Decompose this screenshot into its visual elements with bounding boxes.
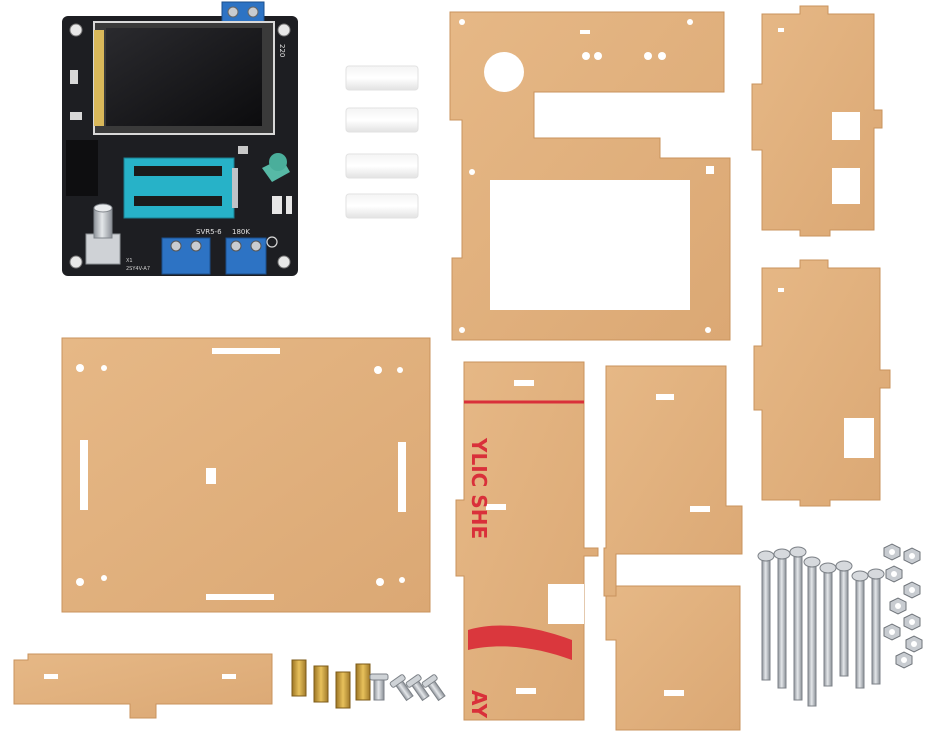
small-screws (369, 673, 446, 702)
long-bolt (867, 568, 885, 685)
pcb-label-bottom-b: 2SY4V-A7 (126, 266, 150, 272)
screw-terminal-right (225, 237, 267, 275)
nylon-standoff (345, 153, 419, 179)
pcb-module: 220 (62, 1, 298, 276)
hex-nut (903, 581, 921, 599)
hex-nut (883, 543, 901, 561)
acrylic-narrow-panel (603, 365, 743, 597)
hex-nuts (883, 543, 923, 669)
hex-nut (883, 623, 901, 641)
brass-standoffs (291, 659, 371, 709)
encoder-hole (484, 52, 524, 92)
acrylic-top-panel (449, 11, 731, 341)
hex-nut (903, 613, 921, 631)
small-screw (389, 674, 414, 702)
brass-standoff (291, 659, 307, 697)
long-bolt (773, 548, 791, 689)
hex-nut (889, 597, 907, 615)
pcb-label-connector-left: SVR5-6 (196, 228, 222, 236)
tft-display (93, 21, 275, 135)
brass-standoff (313, 665, 329, 703)
hex-nut (905, 635, 923, 653)
pcb-label-top-right: 220 (278, 44, 286, 57)
brass-standoff (335, 671, 351, 709)
hex-nut (903, 547, 921, 565)
nylon-standoffs (345, 65, 419, 219)
acrylic-lower-panel (605, 585, 741, 731)
hex-nut (885, 565, 903, 583)
display-cutout (490, 180, 690, 310)
mounting-hole (69, 255, 83, 269)
nylon-standoff (345, 193, 419, 219)
long-bolts (757, 546, 885, 707)
long-bolt (819, 562, 837, 687)
brass-standoff (355, 663, 371, 701)
mounting-hole (277, 23, 291, 37)
hex-nut (895, 651, 913, 669)
acrylic-side-panel-2 (753, 259, 891, 507)
pcb-label-bottom-a: X1 (126, 258, 133, 264)
dc-jack (66, 140, 98, 196)
rotary-encoder (85, 203, 121, 265)
mounting-hole (69, 23, 83, 37)
film-text-bottom: AY (467, 690, 491, 719)
small-screw (421, 674, 446, 702)
acrylic-strip (13, 653, 273, 719)
long-bolt (803, 556, 821, 707)
acrylic-side-panel-1 (751, 5, 883, 237)
nylon-standoff (345, 65, 419, 91)
nylon-standoff (345, 107, 419, 133)
acrylic-film-panel: YLIC SHE AY (455, 361, 599, 721)
small-screw (369, 673, 389, 701)
screw-terminal-left (161, 237, 211, 275)
mounting-hole (277, 255, 291, 269)
acrylic-base-panel (61, 337, 431, 613)
long-bolt (757, 550, 775, 681)
long-bolt (789, 546, 807, 701)
long-bolt (851, 570, 869, 689)
zif-test-socket (123, 157, 238, 219)
film-text: YLIC SHE (467, 437, 491, 539)
long-bolt (835, 560, 853, 677)
small-screw (405, 674, 430, 702)
pcb-label-connector-right: 180K (232, 228, 250, 236)
